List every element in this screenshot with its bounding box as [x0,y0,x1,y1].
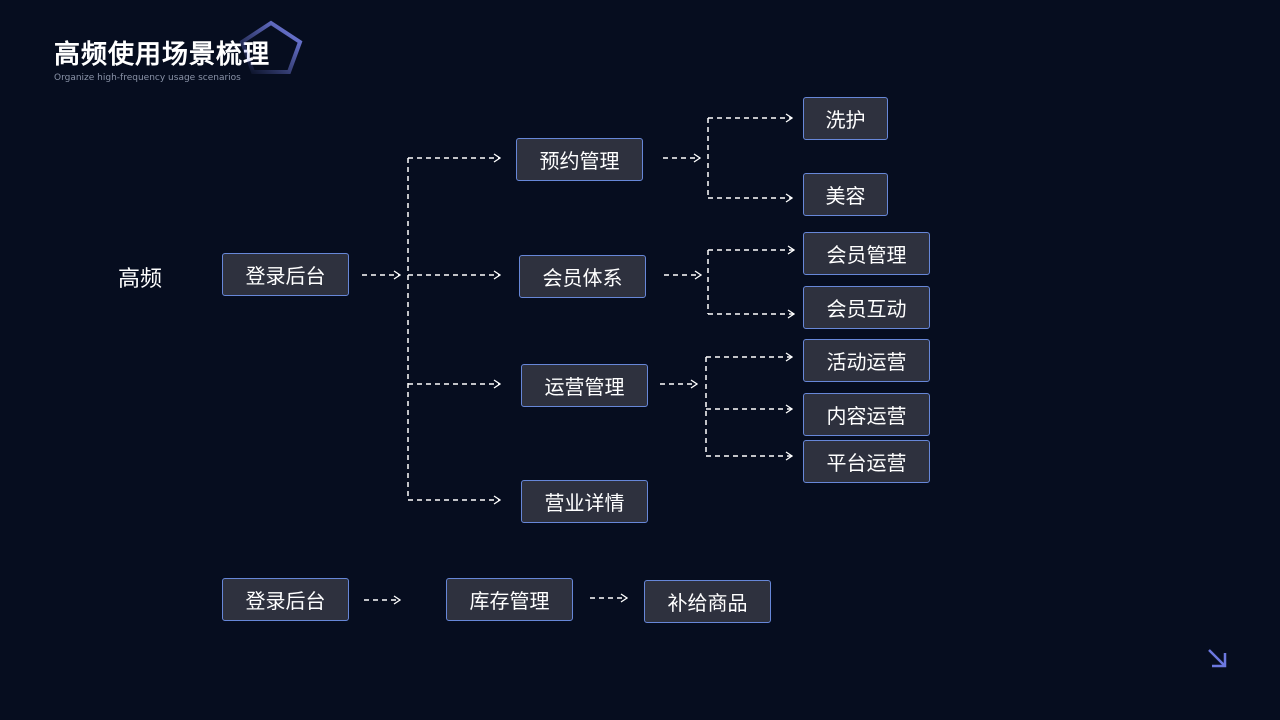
node-platform-ops[interactable]: 平台运营 [803,440,930,483]
node-booking[interactable]: 预约管理 [516,138,643,181]
pentagon-decoration-icon [239,20,303,74]
node-business-details[interactable]: 营业详情 [521,480,648,523]
high-frequency-label: 高频 [118,267,163,292]
node-wash[interactable]: 洗护 [803,97,888,140]
node-operations[interactable]: 运营管理 [521,364,648,407]
node-login-2[interactable]: 登录后台 [222,578,349,621]
node-member-interaction[interactable]: 会员互动 [803,286,930,329]
node-content-ops[interactable]: 内容运营 [803,393,930,436]
arrow-down-right-icon [1208,649,1227,668]
node-restock[interactable]: 补给商品 [644,580,771,623]
node-membership[interactable]: 会员体系 [519,255,646,298]
page-subtitle: Organize high-frequency usage scenarios [54,73,241,83]
node-event-ops[interactable]: 活动运营 [803,339,930,382]
page-title: 高频使用场景梳理 [54,40,271,70]
node-beauty[interactable]: 美容 [803,173,888,216]
node-login[interactable]: 登录后台 [222,253,349,296]
node-member-management[interactable]: 会员管理 [803,232,930,275]
node-inventory[interactable]: 库存管理 [446,578,573,621]
